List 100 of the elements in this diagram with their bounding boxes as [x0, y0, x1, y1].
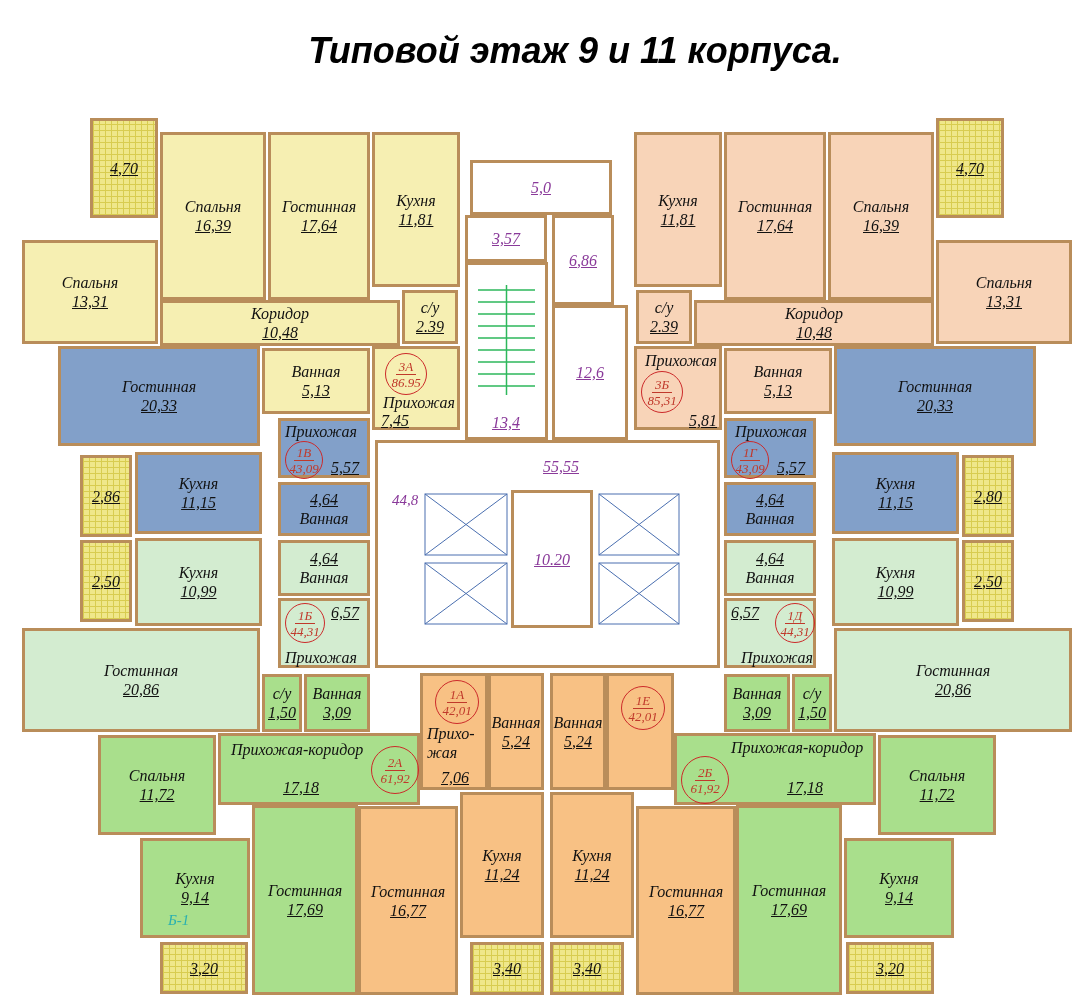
area-value: 6,57 [731, 603, 759, 622]
area-value: 3,20 [876, 958, 904, 978]
apartment-number: 3А [395, 358, 417, 375]
room-name: Кухня [178, 474, 219, 493]
common-area [511, 490, 593, 628]
apartment-number: 1А [446, 686, 468, 703]
common-area [375, 440, 720, 668]
area-value: 11,24 [574, 865, 610, 884]
area-value: 10,48 [796, 323, 832, 342]
area-value: 44,8 [392, 492, 419, 509]
area-value: 2,86 [92, 486, 120, 506]
room [135, 538, 262, 626]
room-name: Кухня [879, 869, 919, 888]
area-value: 13,4 [492, 413, 520, 432]
room-name: Коридор [250, 304, 310, 323]
room [460, 792, 544, 938]
apartment-area: 86.95 [391, 374, 421, 390]
room-name: Гостинная [370, 881, 446, 901]
area-value: 3,20 [190, 958, 218, 978]
apartment-number: 2А [384, 754, 406, 771]
room-name: Прихожая-коридор [231, 740, 364, 759]
area-value: 3,40 [493, 959, 521, 978]
area-value: 4,70 [956, 158, 984, 178]
room-name: Спальня [184, 197, 242, 216]
balcony [962, 540, 1014, 622]
area-value: 6,57 [331, 603, 359, 622]
room-name: Прихожая [285, 648, 357, 667]
room-name: Кухня [875, 474, 916, 493]
area-value: 3,09 [743, 703, 771, 722]
area-value: 3,09 [323, 703, 351, 722]
room-name: Спальня [61, 273, 119, 292]
apartment-area: 44,31 [290, 623, 320, 639]
room [218, 733, 420, 805]
area-value: 10,99 [877, 582, 914, 601]
room [878, 735, 996, 835]
apartment-number: 3Б [651, 376, 673, 393]
room-name: Прихожая-коридор [731, 738, 864, 757]
room [724, 132, 826, 300]
balcony [90, 118, 158, 218]
common-area [552, 215, 614, 305]
room [636, 290, 692, 344]
room [488, 673, 544, 790]
room-name: Прихо- жая [427, 724, 476, 762]
area-value: 3,57 [492, 229, 520, 248]
room-name: Кухня [178, 563, 219, 582]
apartment-number: 1Б [294, 607, 316, 624]
room-name: Спальня [975, 273, 1033, 292]
room-name: Спальня [128, 766, 186, 785]
room-name: Гостинная [121, 377, 197, 396]
room [636, 806, 736, 995]
room-name: Ванная [312, 684, 362, 703]
area-value: 11,81 [660, 210, 696, 229]
room [736, 805, 842, 995]
balcony [160, 942, 248, 994]
room-name: Коридор [784, 304, 844, 323]
area-value: 16,77 [390, 900, 426, 920]
balcony [936, 118, 1004, 218]
room-name: Гостинная [648, 881, 724, 901]
room [420, 673, 488, 790]
room [844, 838, 954, 938]
plan-title: Типовой этаж 9 и 11 корпуса. [307, 30, 843, 72]
room [160, 132, 266, 300]
area-value: 17,69 [287, 900, 323, 919]
room [936, 240, 1072, 344]
room-name: Кухня [175, 869, 215, 888]
room-name: с/у [272, 684, 292, 703]
area-value: 2,50 [92, 571, 120, 591]
room [140, 838, 250, 938]
apartment-area: 42,01 [442, 702, 472, 718]
room-name: Гостинная [897, 377, 973, 396]
room [634, 346, 722, 430]
area-value: 4,64 [310, 549, 338, 568]
area-value: 2,50 [974, 571, 1002, 591]
area-value: 5,81 [689, 411, 717, 430]
balcony [470, 942, 544, 995]
room-name: Гостинная [267, 881, 343, 900]
room [278, 598, 370, 668]
area-value: 2.39 [650, 317, 678, 336]
room-name: Ванная [745, 568, 795, 587]
common-area [465, 215, 547, 262]
area-value: 16,39 [863, 216, 899, 235]
area-value: 1,50 [268, 703, 296, 722]
room [828, 132, 934, 300]
area-value: 13,31 [72, 292, 108, 311]
room [268, 132, 370, 300]
room [262, 674, 302, 732]
room-name: Ванная [291, 362, 341, 381]
room [304, 674, 370, 732]
area-value: 17,69 [771, 900, 807, 919]
area-value: 11,72 [139, 785, 175, 804]
room-name: Кухня [875, 563, 916, 582]
room [674, 733, 876, 805]
room [252, 805, 358, 995]
area-value: 9,14 [885, 888, 913, 907]
room [694, 300, 934, 346]
room-name: Гостинная [915, 661, 991, 680]
apartment-number: 1Е [632, 692, 654, 709]
room-name: Прихожая [285, 422, 357, 441]
room [22, 240, 158, 344]
apartment-area: 44,31 [780, 623, 810, 639]
